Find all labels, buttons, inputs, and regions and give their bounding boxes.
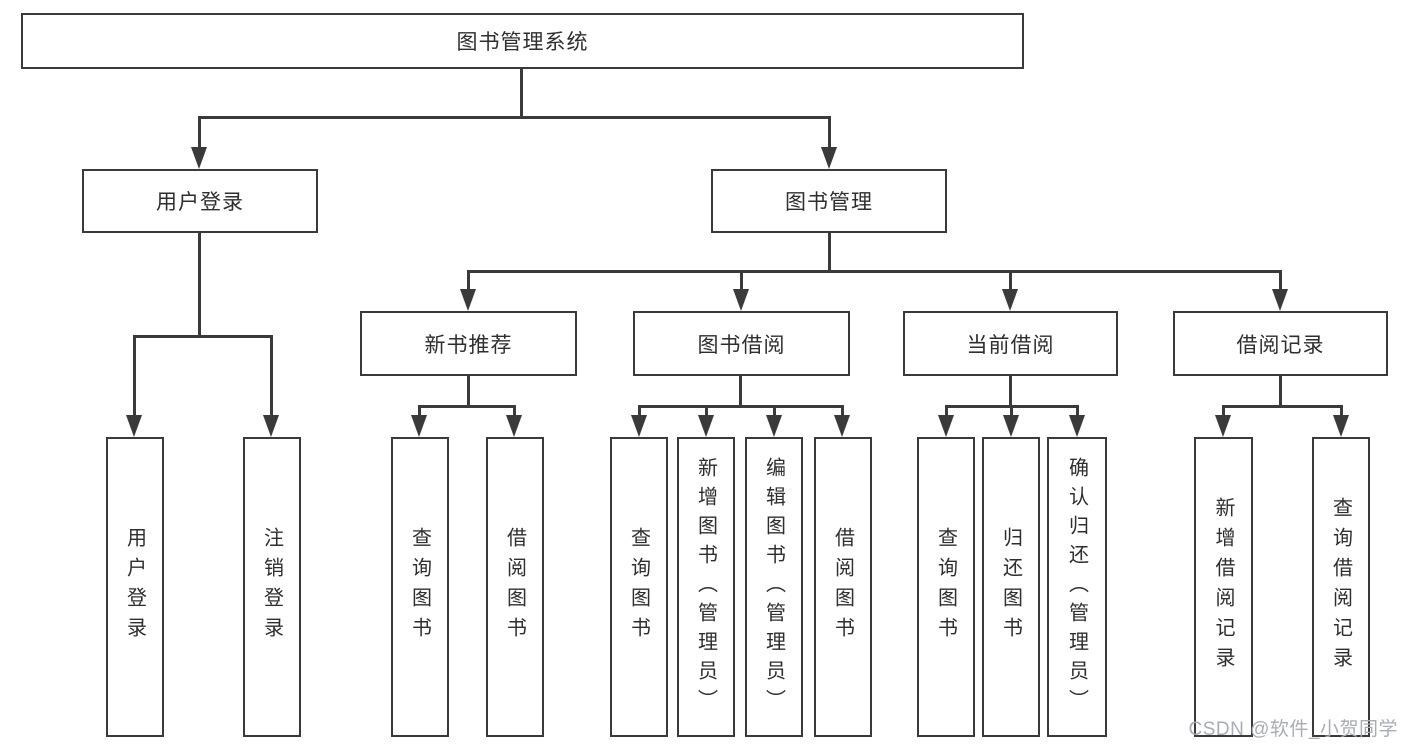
arrowhead-down-icon [460, 289, 476, 311]
arrowhead-down-icon [733, 289, 749, 311]
connector-line [740, 270, 743, 293]
connector-line [638, 405, 641, 418]
leaf-logout: 注销登录 [243, 437, 301, 737]
connector-line [133, 335, 136, 417]
leaf-query-books-3: 查询图书 [917, 437, 975, 737]
csdn-watermark: CSDN @软件_小贺同学 [1188, 719, 1398, 740]
connector-line [945, 405, 948, 418]
connector-line [1222, 405, 1225, 418]
leaf-add-book-admin: 新增图书（管理员） [677, 437, 735, 737]
connector-line [1009, 375, 1012, 407]
arrowhead-down-icon [506, 415, 522, 437]
arrowhead-down-icon [1003, 415, 1019, 437]
node-new-book-recommend: 新书推荐 [360, 311, 577, 376]
arrowhead-down-icon [191, 147, 207, 169]
leaf-confirm-return-admin: 确认归还（管理员） [1047, 437, 1107, 737]
connector-line [198, 116, 201, 149]
connector-line [270, 335, 273, 417]
arrowhead-down-icon [1002, 289, 1018, 311]
connector-line [418, 405, 421, 418]
arrowhead-down-icon [1069, 415, 1085, 437]
connector-line [198, 116, 831, 119]
node-book-borrowing: 图书借阅 [633, 311, 850, 376]
connector-line [1009, 270, 1012, 293]
leaf-borrow-books-2: 借阅图书 [814, 437, 872, 737]
connector-line [773, 405, 776, 418]
leaf-edit-book-admin: 编辑图书（管理员） [745, 437, 803, 737]
connector-line [418, 405, 516, 408]
connector-line [198, 232, 201, 337]
connector-line [467, 270, 470, 293]
connector-line [1076, 405, 1079, 418]
connector-line [739, 375, 742, 407]
connector-line [133, 335, 273, 338]
arrowhead-down-icon [263, 415, 279, 437]
connector-line [841, 405, 844, 418]
leaf-query-borrow-record: 查询借阅记录 [1312, 437, 1370, 737]
node-user-login: 用户登录 [82, 169, 318, 233]
connector-line [520, 68, 523, 118]
arrowhead-down-icon [766, 415, 782, 437]
arrowhead-down-icon [1333, 415, 1349, 437]
node-borrowing-records: 借阅记录 [1173, 311, 1388, 376]
connector-line [1279, 270, 1282, 293]
connector-line [705, 405, 708, 418]
connector-line [1279, 375, 1282, 407]
arrowhead-down-icon [126, 415, 142, 437]
connector-line [467, 375, 470, 407]
node-root: 图书管理系统 [21, 13, 1024, 69]
leaf-return-book: 归还图书 [982, 437, 1040, 737]
arrowhead-down-icon [411, 415, 427, 437]
leaf-user-login: 用户登录 [106, 437, 164, 737]
connector-line [828, 232, 831, 272]
leaf-query-books-1: 查询图书 [391, 437, 449, 737]
arrowhead-down-icon [1272, 289, 1288, 311]
connector-line [1222, 405, 1343, 408]
connector-line [1340, 405, 1343, 418]
arrowhead-down-icon [821, 147, 837, 169]
leaf-borrow-books-1: 借阅图书 [486, 437, 544, 737]
arrowhead-down-icon [698, 415, 714, 437]
connector-line [1010, 405, 1013, 418]
arrowhead-down-icon [834, 415, 850, 437]
arrowhead-down-icon [1215, 415, 1231, 437]
connector-line [828, 116, 831, 149]
connector-line [467, 270, 1282, 273]
connector-line [638, 405, 844, 408]
arrowhead-down-icon [631, 415, 647, 437]
leaf-add-borrow-record: 新增借阅记录 [1194, 437, 1253, 737]
node-book-management: 图书管理 [711, 169, 947, 233]
node-current-borrowing: 当前借阅 [903, 311, 1118, 376]
arrowhead-down-icon [938, 415, 954, 437]
connector-line [513, 405, 516, 418]
leaf-query-books-2: 查询图书 [610, 437, 668, 737]
